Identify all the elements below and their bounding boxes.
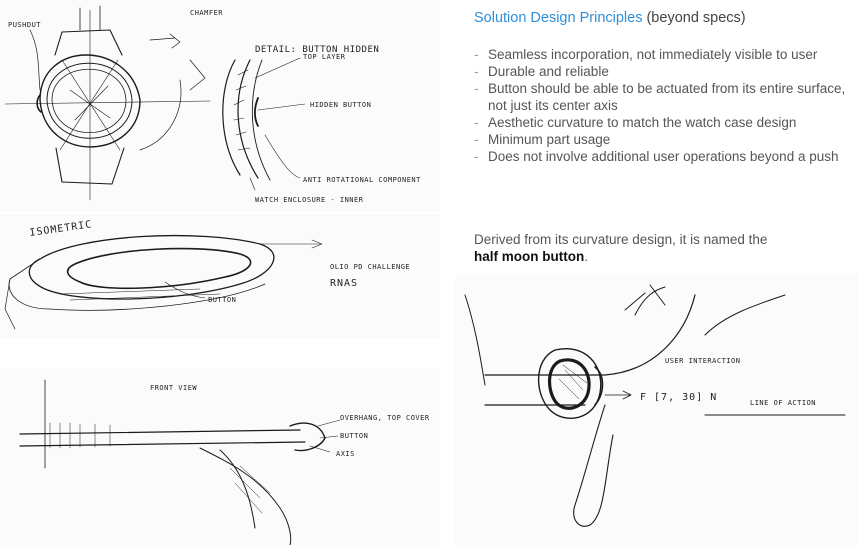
front-view-title: FRONT VIEW [150, 384, 197, 392]
design-principles: Solution Design Principles (beyond specs… [474, 10, 858, 165]
sketch-isometric: ISOMETRIC BUTTON OLIO PD CHALLENGE RNAS [0, 214, 440, 338]
sketch-front-view: FRONT VIEW OVERHANG, TOP COVER BUTTON AX… [0, 368, 440, 545]
derived-end: . [584, 249, 588, 264]
anti-rotational-label: ANTI ROTATIONAL COMPONENT [303, 176, 421, 184]
pushdut-label: PUSHDUT [8, 21, 41, 29]
derived-sentence: Derived from its curvature design, it is… [474, 232, 768, 247]
rnas-label: RNAS [330, 278, 358, 289]
detail-title: DETAIL: BUTTON HIDDEN [255, 45, 379, 55]
half-moon-button-name: half moon button [474, 249, 585, 264]
isometric-title: ISOMETRIC [29, 219, 93, 239]
list-item: Minimum part usage [474, 131, 858, 148]
list-item: Seamless incorporation, not immediately … [474, 46, 858, 63]
user-interaction-title: USER INTERACTION [665, 357, 740, 365]
iso-button-label: BUTTON [208, 296, 236, 304]
olio-label: OLIO PD CHALLENGE [330, 263, 410, 271]
derived-text: Derived from its curvature design, it is… [474, 231, 858, 265]
axis-label: AXIS [336, 450, 355, 458]
principles-heading: Solution Design Principles (beyond specs… [474, 10, 858, 26]
watch-enclosure-label: WATCH ENCLOSURE - INNER [255, 196, 364, 204]
watch-case-sketch: PUSHDUT CHAMFER [4, 5, 223, 201]
sketch-watch-detail: PUSHDUT CHAMFER DETAIL: BUTTON HIDDEN TO… [0, 0, 440, 212]
list-item: Button should be able to be actuated fro… [474, 80, 858, 114]
overhang-label: OVERHANG, TOP COVER [340, 414, 430, 422]
hidden-button-label: HIDDEN BUTTON [310, 101, 371, 109]
principles-heading-rest: (beyond specs) [642, 10, 746, 26]
button-detail-sketch: DETAIL: BUTTON HIDDEN TOP LAYER HIDDEN B… [222, 45, 421, 204]
sketch-user-interaction: USER INTERACTION F [7, 30] N LINE OF ACT… [455, 275, 858, 545]
front-button-label: BUTTON [340, 432, 368, 440]
list-item: Does not involve additional user operati… [474, 148, 858, 165]
list-item: Aesthetic curvature to match the watch c… [474, 114, 858, 131]
top-layer-label: TOP LAYER [303, 53, 346, 61]
principles-heading-accent: Solution Design Principles [474, 10, 643, 26]
chamfer-label: CHAMFER [190, 9, 223, 17]
force-range-label: F [7, 30] N [640, 392, 717, 403]
line-of-action-label: LINE OF ACTION [750, 399, 816, 407]
list-item: Durable and reliable [474, 63, 858, 80]
principles-list: Seamless incorporation, not immediately … [474, 46, 858, 165]
